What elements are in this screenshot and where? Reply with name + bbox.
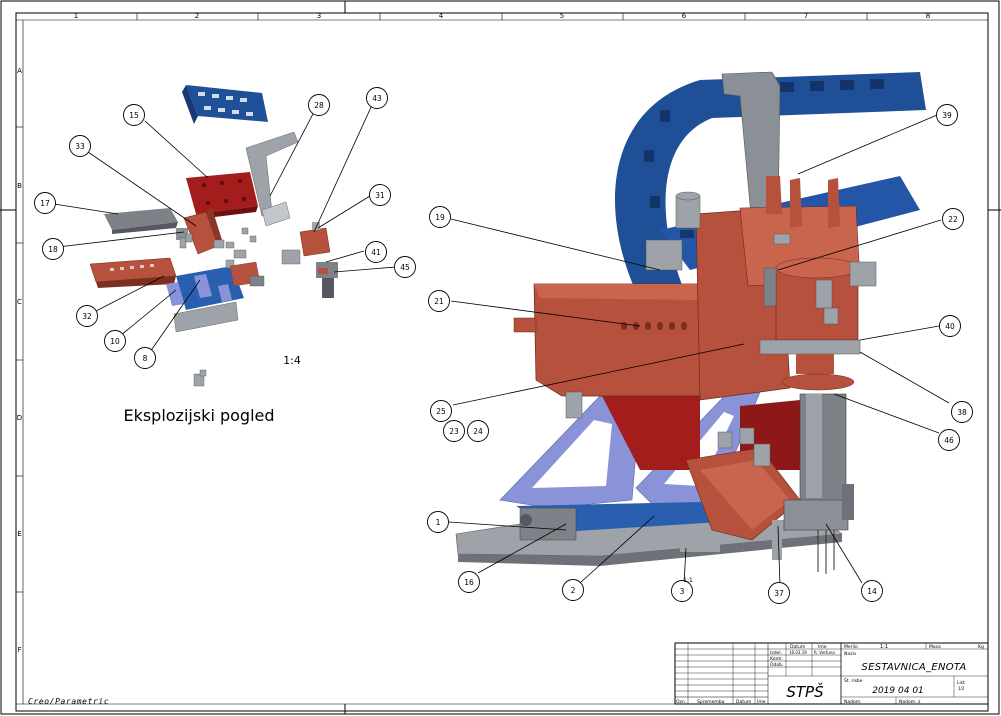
tb-row-kontr: Kontr.: [770, 656, 783, 662]
balloon-label: 32: [82, 312, 92, 321]
small-parts: [179, 227, 301, 387]
balloon-circles: [34, 87, 973, 604]
col-number: 6: [682, 12, 687, 20]
balloon-label: 33: [75, 142, 85, 151]
exploded-view: [53, 85, 397, 387]
tb-izdel-name: R. Vertuna: [814, 650, 835, 655]
tb-masa-unit: Kg: [978, 644, 984, 650]
gripper: [772, 393, 854, 574]
tb-row-odob: Odob.: [770, 662, 783, 668]
balloon-label: 46: [944, 436, 954, 445]
tb-st-risbe-label: Št. risbe: [844, 677, 863, 684]
balloon-label: 41: [371, 248, 381, 257]
row-letter: C: [17, 298, 22, 306]
row-letter: F: [17, 646, 21, 654]
grey-clamp: [104, 208, 178, 230]
balloon-label: 14: [867, 587, 877, 596]
tb-st-risbe-value: 2019 04 01: [872, 686, 924, 696]
pneumatic-fittings: [565, 191, 877, 467]
col-number: 4: [439, 12, 444, 20]
balloon-label: 43: [372, 94, 382, 103]
balloon-label: 39: [942, 111, 952, 120]
balloon-label: 23: [449, 427, 459, 436]
base-exploded: [166, 266, 244, 333]
balloon-label: 38: [957, 408, 967, 417]
tb-nadom-z: Nadom. z: [899, 699, 921, 705]
balloon-label: 8: [143, 354, 148, 363]
tb-school: STPŠ: [786, 682, 824, 701]
tb-naziv-value: SESTAVNICA_ENOTA: [861, 662, 966, 673]
col-number: 8: [926, 12, 930, 20]
tb-bottom-datum: Datum: [736, 699, 751, 705]
balloon-label: 10: [110, 337, 120, 346]
tb-header-ime: Ime: [818, 644, 827, 650]
col-number: 7: [804, 12, 808, 20]
balloon-label: 1: [436, 518, 441, 527]
software-label: Creo/Parametric: [28, 697, 109, 706]
tb-bottom-ozn: Ozn.: [676, 699, 686, 705]
balloon-label: 28: [314, 101, 324, 110]
leader-lines-main: [448, 114, 950, 587]
tb-header-datum: Datum: [790, 644, 805, 650]
tb-bottom-ime: Ime: [757, 699, 766, 705]
tb-nadom: Nadom.: [844, 699, 862, 705]
red-block: [600, 380, 700, 470]
tb-list-value: 1/2: [958, 686, 965, 691]
row-letter: A: [17, 67, 22, 75]
row-letter: D: [17, 414, 22, 422]
tb-bottom-sprememba: Sprememba: [697, 699, 725, 705]
balloon-label: 16: [464, 578, 474, 587]
balloon-label: 31: [375, 191, 385, 200]
row-letter: B: [17, 182, 22, 190]
tb-row-izdel: Izdel.: [770, 650, 782, 656]
balloon-label: 37: [774, 589, 784, 598]
tb-merilo-value: 1:1: [880, 644, 888, 650]
assembly-view: [448, 71, 950, 587]
balloon-label: 15: [129, 111, 139, 120]
balloon-label: 19: [435, 213, 445, 222]
tb-list-label: List: [957, 680, 965, 686]
tb-merilo-label: Merilo: [844, 644, 858, 650]
view-scale: 1:4: [283, 354, 301, 367]
col-number: 5: [560, 12, 564, 20]
small-scale-label: 1:1: [683, 577, 693, 584]
col-number: 2: [195, 12, 199, 20]
balloon-label: 45: [400, 263, 410, 272]
balloon-label: 25: [436, 407, 446, 416]
leader-lines: [53, 104, 397, 353]
tb-izdel-date: 16.03.19: [789, 650, 807, 655]
title-block: [674, 642, 989, 705]
balloon-label: 22: [948, 215, 958, 224]
row-letter: E: [17, 530, 21, 538]
grey-bracket: [245, 131, 299, 217]
col-number: 3: [317, 12, 321, 20]
balloon-label: 40: [945, 322, 955, 331]
balloon-label: 3: [680, 587, 685, 596]
red-plate: [186, 172, 258, 219]
balloon-label: 17: [40, 199, 50, 208]
balloon-label: 2: [571, 586, 576, 595]
tb-naziv-label: Naziv: [844, 651, 857, 657]
view-title: Eksplozijski pogled: [123, 406, 274, 425]
balloon-label: 24: [473, 427, 483, 436]
tb-masa-label: Masa: [929, 644, 941, 650]
linear-rail-exploded: [89, 257, 177, 288]
balloon-label: 18: [48, 245, 58, 254]
col-number: 1: [74, 12, 78, 20]
valve-group-exploded: [299, 222, 338, 298]
cable-chain-exploded: [182, 85, 268, 124]
balloon-label: 21: [434, 297, 444, 306]
inner-border: [15, 12, 989, 712]
